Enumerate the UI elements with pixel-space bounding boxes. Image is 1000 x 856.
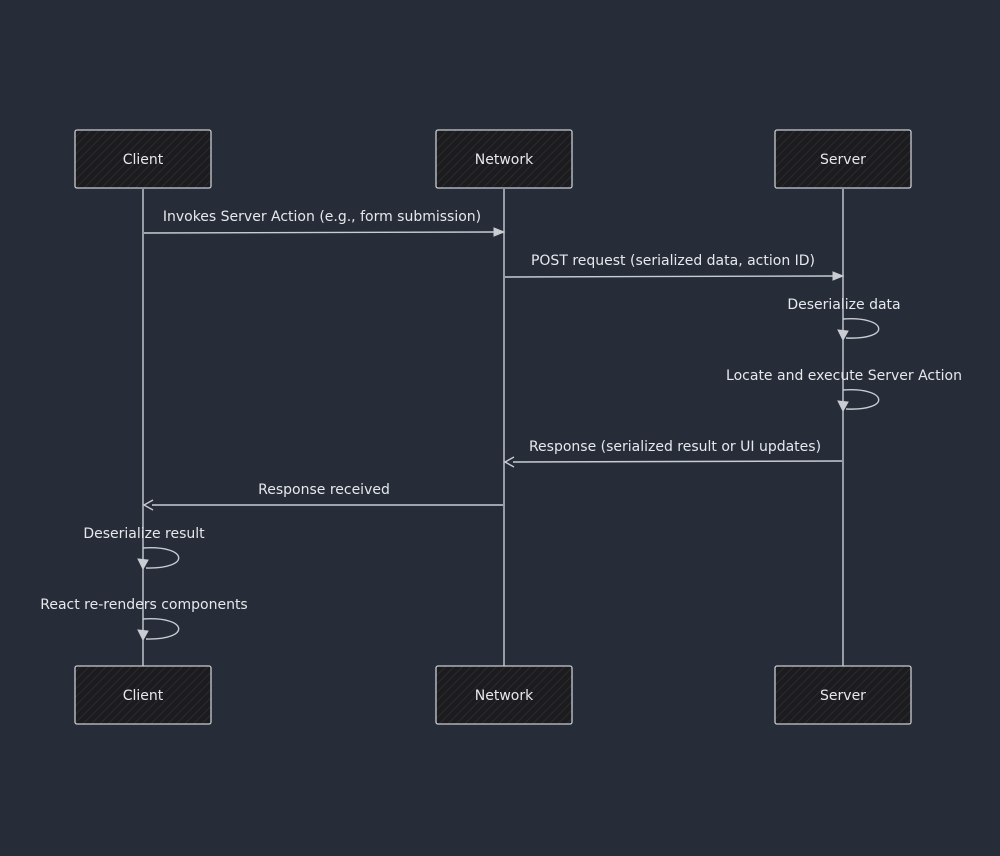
message-label: React re-renders components: [40, 597, 247, 613]
message-post-request: POST request (serialized data, action ID…: [504, 253, 845, 281]
arrow-head-right-icon: [832, 271, 845, 281]
message-deserialize-result: Deserialize result: [83, 526, 205, 571]
message-label: Deserialize data: [787, 297, 900, 313]
participant-server-label: Server: [820, 688, 866, 704]
message-response-received: Response received: [142, 482, 503, 511]
participant-server-top: Server: [774, 129, 912, 189]
message-label: Invokes Server Action (e.g., form submis…: [163, 209, 481, 225]
arrow-head-left-icon: [503, 456, 515, 468]
participant-server-bottom: Server: [774, 665, 912, 725]
message-invoke-server-action: Invokes Server Action (e.g., form submis…: [143, 209, 506, 237]
message-label: Response (serialized result or UI update…: [529, 439, 821, 455]
participant-network-label: Network: [475, 152, 534, 168]
participant-network-bottom: Network: [435, 665, 573, 725]
participant-network-top: Network: [435, 129, 573, 189]
message-react-rerender: React re-renders components: [40, 597, 248, 642]
arrow-head-left-icon: [142, 499, 154, 511]
message-deserialize-data: Deserialize data: [787, 297, 901, 342]
arrow-head-down-icon: [137, 558, 149, 571]
message-label: Deserialize result: [83, 526, 205, 542]
message-label: Locate and execute Server Action: [726, 368, 962, 384]
participant-client-label: Client: [123, 152, 164, 168]
message-response: Response (serialized result or UI update…: [503, 439, 843, 468]
participant-client-top: Client: [74, 129, 212, 189]
participant-network-label: Network: [475, 688, 534, 704]
arrow-head-down-icon: [837, 400, 849, 413]
message-label: Response received: [258, 482, 390, 498]
arrow-head-down-icon: [137, 629, 149, 642]
participant-server-label: Server: [820, 152, 866, 168]
participant-client-bottom: Client: [74, 665, 212, 725]
participant-client-label: Client: [123, 688, 164, 704]
arrow-head-right-icon: [493, 227, 506, 237]
arrow-head-down-icon: [837, 329, 849, 342]
message-locate-execute: Locate and execute Server Action: [726, 368, 962, 413]
message-label: POST request (serialized data, action ID…: [531, 253, 815, 269]
